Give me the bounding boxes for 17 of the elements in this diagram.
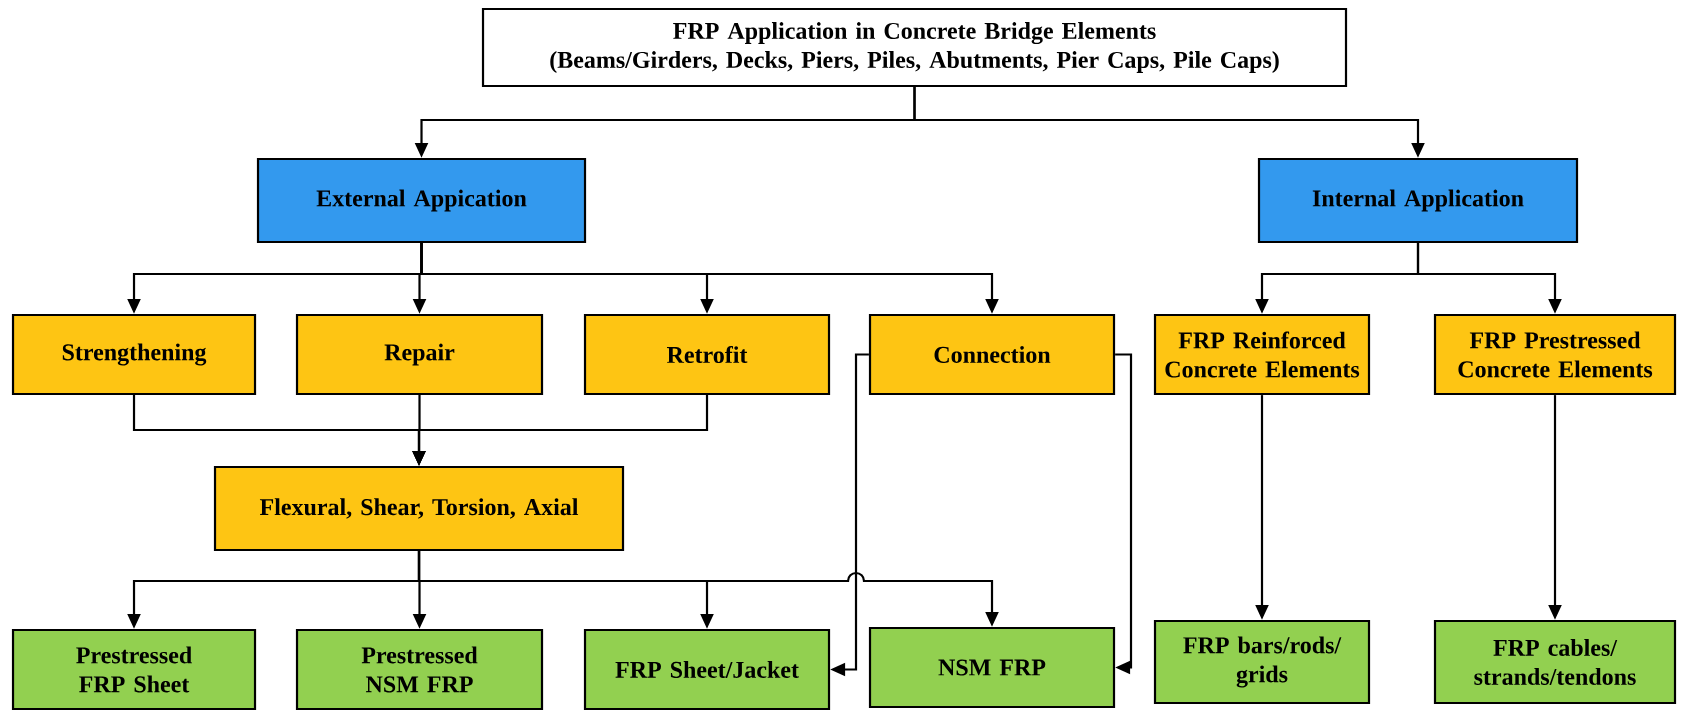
category-box: Internal Application <box>1257 157 1579 244</box>
title-box: FRP Application in Concrete Bridge Elements (Beams/Girders, Decks, Piers, Piles, Abutments, Pier Caps, Pile Caps) <box>481 7 1348 88</box>
method-box: Retrofit <box>583 313 831 396</box>
technique-box: NSM FRP <box>868 626 1116 709</box>
method-box: Strengthening <box>11 313 257 396</box>
method-box: Connection <box>868 313 1116 396</box>
technique-box: Prestressed NSM FRP <box>295 628 544 711</box>
method-box: FRP Reinforced Concrete Elements <box>1153 313 1371 396</box>
technique-box: Prestressed FRP Sheet <box>11 628 257 711</box>
technique-box: FRP Sheet/Jacket <box>583 628 831 711</box>
technique-box: FRP cables/ strands/tendons <box>1433 619 1677 705</box>
arrow <box>1115 353 1133 675</box>
category-box: External Appication <box>256 157 587 244</box>
method-box: FRP Prestressed Concrete Elements <box>1433 313 1677 396</box>
method-box: Repair <box>295 313 544 396</box>
technique-box: FRP bars/rods/ grids <box>1153 619 1371 705</box>
method-box: Flexural, Shear, Torsion, Axial <box>213 465 625 552</box>
